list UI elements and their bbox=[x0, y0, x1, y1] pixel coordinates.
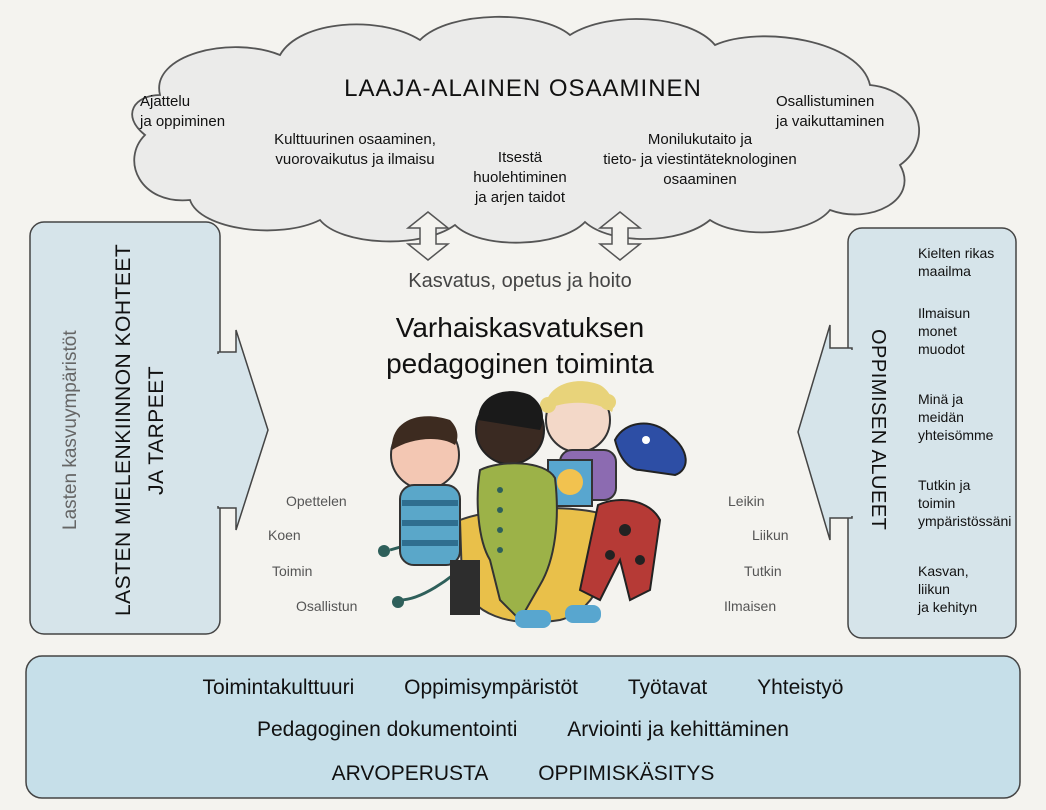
area-item-ilmaisun: Ilmaisun monet muodot bbox=[918, 305, 971, 357]
bottom-row-2: Pedagoginen dokumentointi Arviointi ja k… bbox=[30, 718, 1016, 742]
cloud-item-ajattelu: Ajattelu ja oppiminen bbox=[140, 93, 226, 130]
children-illustration bbox=[378, 381, 687, 628]
left-panel-thin-label: Lasten kasvuympäristöt bbox=[60, 330, 81, 530]
verb-koen: Koen bbox=[268, 527, 301, 543]
verb-tutkin: Tutkin bbox=[744, 563, 782, 579]
cloud-item-kulttuurinen: Kulttuurinen osaaminen, vuorovaikutus ja… bbox=[274, 131, 436, 168]
bottom-row-3: ARVOPERUSTA OPPIMISKÄSITYS bbox=[30, 762, 1016, 786]
left-panel-bold-line1: LASTEN MIELENKIINNON KOHTEET bbox=[112, 243, 135, 617]
bottom-item-arviointi: Arviointi ja kehittäminen bbox=[567, 718, 789, 741]
area-item-kielten: Kielten rikas maailma bbox=[918, 245, 995, 279]
right-panel-title: OPPIMISEN ALUEET bbox=[867, 329, 889, 531]
bottom-item-arvoperusta: ARVOPERUSTA bbox=[331, 762, 489, 785]
bottom-item-toimintakulttuuri: Toimintakulttuuri bbox=[202, 676, 355, 699]
bottom-panel-box bbox=[25, 655, 1021, 799]
center-title-line1: Varhaiskasvatuksen bbox=[395, 312, 645, 343]
bottom-row-1: Toimintakulttuuri Oppimisympäristöt Työt… bbox=[30, 676, 1016, 700]
center-title: Varhaiskasvatuksen pedagoginen toiminta bbox=[310, 310, 730, 382]
bottom-item-oppimiskasitys: OPPIMISKÄSITYS bbox=[538, 762, 715, 785]
cloud-item-monilukutaito: Monilukutaito ja tieto- ja viestintätekn… bbox=[603, 131, 797, 188]
bottom-item-oppimisymparistot: Oppimisympäristöt bbox=[404, 676, 578, 699]
double-arrow-icon bbox=[405, 211, 643, 261]
bottom-item-tyotavat: Työtavat bbox=[627, 676, 708, 699]
left-panel-bold-line2: JA TARPEET bbox=[145, 365, 168, 495]
cloud-item-osallistuminen: Osallistuminen ja vaikuttaminen bbox=[776, 93, 885, 130]
right-arrow-shape bbox=[797, 324, 853, 541]
verb-leikin: Leikin bbox=[728, 493, 765, 509]
center-subtitle: Kasvatus, opetus ja hoito bbox=[408, 270, 632, 292]
area-item-tutkin: Tutkin ja toimin ympäristössäni bbox=[918, 477, 1012, 529]
cloud-title: LAAJA-ALAINEN OSAAMINEN bbox=[344, 75, 702, 102]
cloud-item-itsesta: Itsestä huolehtiminen ja arjen taidot bbox=[473, 149, 567, 206]
left-arrow-shape bbox=[217, 329, 269, 531]
verb-liikun: Liikun bbox=[752, 527, 789, 543]
verb-osallistun: Osallistun bbox=[296, 598, 358, 614]
verb-toimin: Toimin bbox=[272, 563, 313, 579]
verb-ilmaisen: Ilmaisen bbox=[724, 598, 777, 614]
area-item-mina: Minä ja meidän yhteisömme bbox=[918, 391, 994, 443]
bottom-item-yhteistyo: Yhteistyö bbox=[757, 676, 844, 699]
center-title-line2: pedagoginen toiminta bbox=[386, 348, 654, 379]
bottom-item-dokumentointi: Pedagoginen dokumentointi bbox=[257, 718, 518, 741]
cloud-shape bbox=[131, 15, 920, 244]
area-item-kasvan: Kasvan, liikun ja kehityn bbox=[918, 563, 978, 615]
verb-opettelen: Opettelen bbox=[286, 493, 347, 509]
